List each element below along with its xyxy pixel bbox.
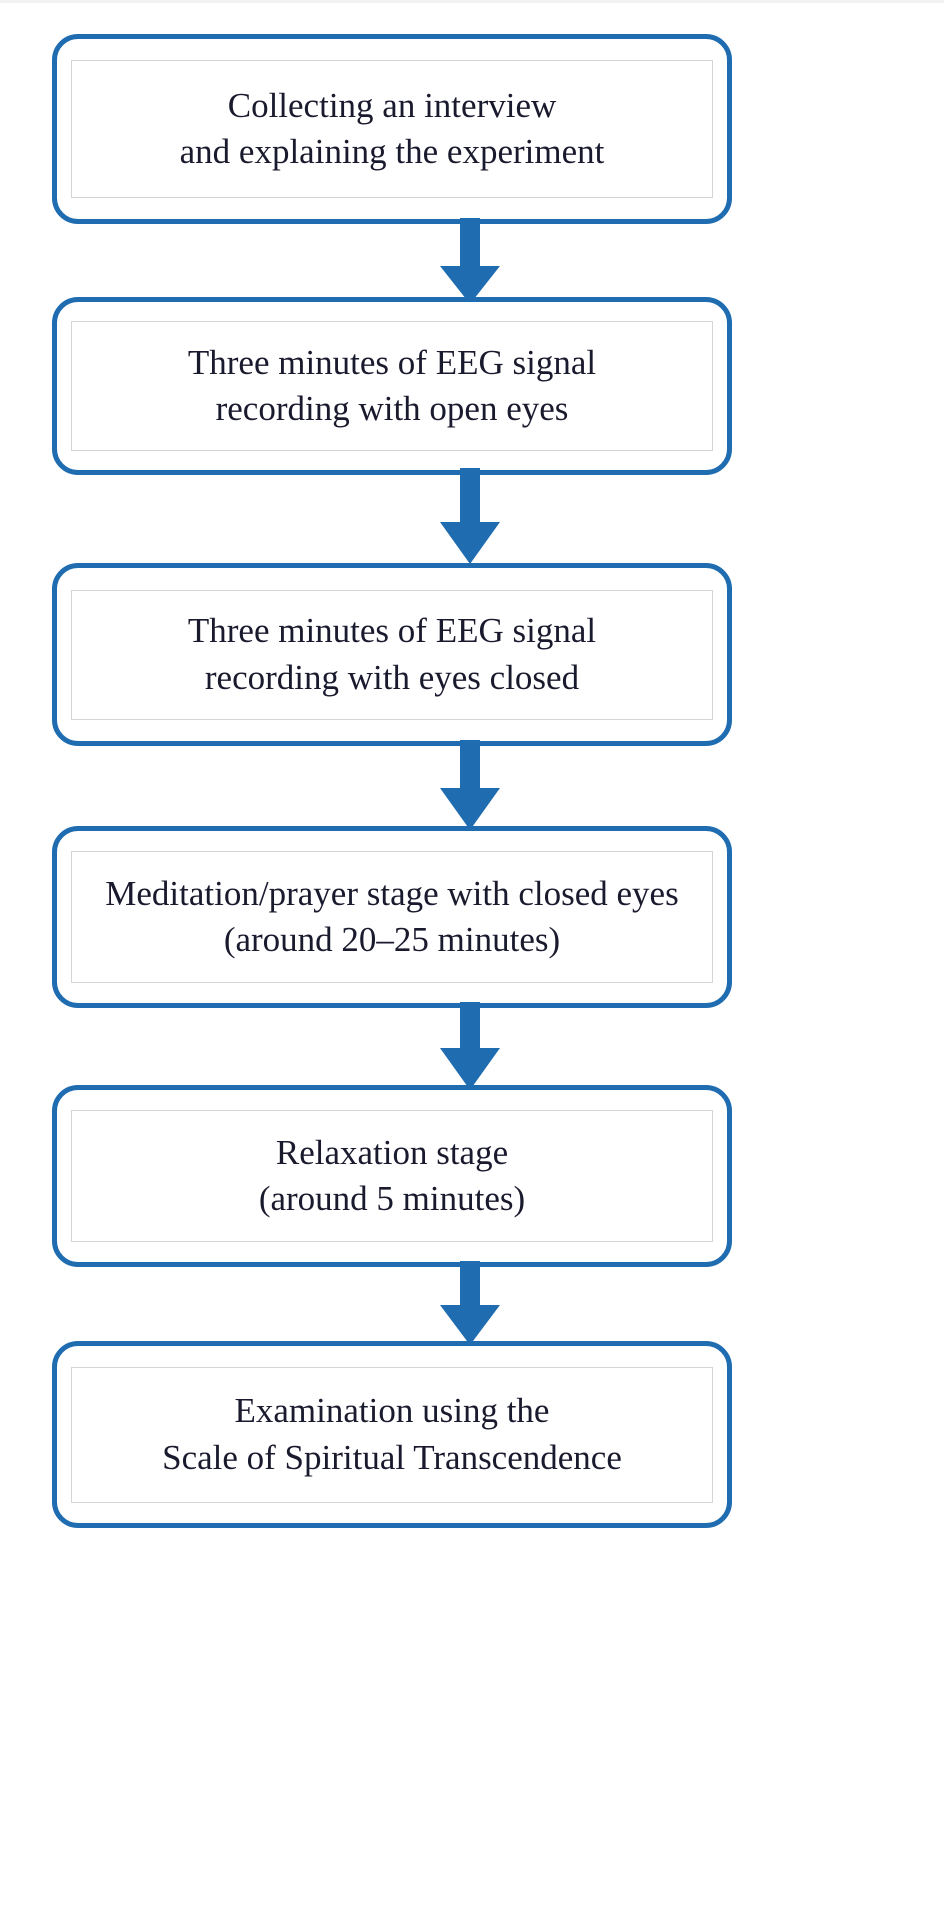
flow-node-line: (around 5 minutes) [258, 1179, 526, 1218]
flow-node-line: and explaining the experiment [179, 132, 605, 171]
flow-connector-3 [0, 740, 944, 832]
flow-node-line: Three minutes of EEG signal [187, 611, 597, 651]
flow-node-inner: Relaxation stage (around 5 minutes) [71, 1110, 713, 1242]
flow-connector-5 [0, 1261, 944, 1347]
flow-node-inner: Three minutes of EEG signal recording wi… [71, 321, 713, 451]
flow-node-eeg-open-eyes[interactable]: Three minutes of EEG signal recording wi… [52, 297, 732, 475]
arrow-down-icon [440, 1002, 500, 1090]
arrow-down-icon [440, 1261, 500, 1345]
flow-node-inner: Examination using the Scale of Spiritual… [71, 1366, 713, 1503]
top-divider [0, 0, 944, 3]
flow-node-inner: Collecting an interview and explaining t… [71, 60, 713, 198]
flow-node-inner: Meditation/prayer stage with closed eyes… [71, 851, 713, 983]
flow-node-line: Scale of Spiritual Transcendence [162, 1437, 622, 1477]
flow-connector-2 [0, 468, 944, 568]
arrow-down-icon [440, 218, 500, 304]
arrow-down-icon [440, 740, 500, 830]
flow-connector-1 [0, 218, 944, 304]
flow-node-meditation-prayer[interactable]: Meditation/prayer stage with closed eyes… [52, 826, 732, 1008]
flow-node-line: recording with open eyes [215, 389, 569, 428]
flow-node-relaxation[interactable]: Relaxation stage (around 5 minutes) [52, 1085, 732, 1267]
flow-node-eeg-closed-eyes[interactable]: Three minutes of EEG signal recording wi… [52, 563, 732, 746]
arrow-down-icon [440, 468, 500, 564]
flow-node-line: Collecting an interview [227, 85, 557, 125]
flow-node-collecting-interview[interactable]: Collecting an interview and explaining t… [52, 34, 732, 224]
flow-node-inner: Three minutes of EEG signal recording wi… [71, 589, 713, 720]
flow-node-line: Examination using the [234, 1391, 550, 1431]
flow-node-line: Meditation/prayer stage with closed eyes [105, 873, 679, 913]
flow-node-line: Relaxation stage [275, 1132, 509, 1172]
flow-node-line: recording with eyes closed [204, 657, 580, 697]
flow-node-line: (around 20–25 minutes) [223, 920, 561, 959]
flow-node-line: Three minutes of EEG signal [187, 342, 597, 382]
flow-connector-4 [0, 1002, 944, 1092]
flow-node-examination-scale[interactable]: Examination using the Scale of Spiritual… [52, 1341, 732, 1528]
